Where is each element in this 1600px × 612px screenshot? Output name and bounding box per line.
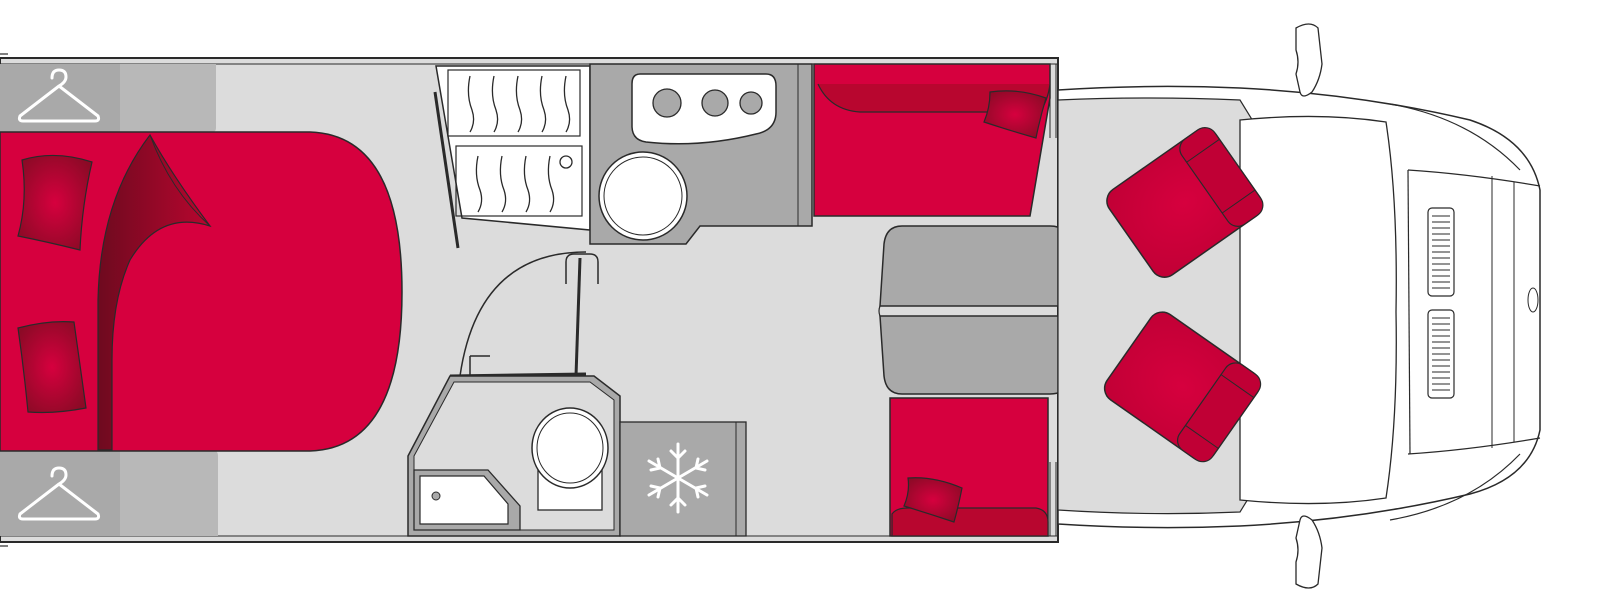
toilet-icon (531, 407, 609, 511)
wardrobe-bottom (0, 450, 218, 536)
mirror-top (1295, 23, 1323, 97)
swivel-seat-icon (1106, 127, 1264, 278)
swivel-seat-icon (1103, 311, 1262, 463)
pillow-bottom (17, 321, 87, 414)
mirror-bottom (1295, 515, 1323, 589)
rear-edge-markers (0, 53, 8, 547)
front-bench (813, 63, 1057, 217)
pillow-top (17, 154, 93, 251)
snowflake-icon (647, 442, 709, 514)
washroom (407, 375, 621, 537)
kitchen (589, 63, 813, 245)
rear-bench (889, 397, 1057, 537)
shower-icon (413, 469, 521, 531)
shelving-unit (433, 65, 591, 249)
cooktop-icon (631, 73, 777, 145)
passenger-seat (1103, 311, 1262, 463)
sink-icon (598, 151, 688, 241)
refrigerator (619, 421, 747, 537)
wardrobe-top (0, 64, 216, 132)
grille-bottom (1427, 309, 1455, 399)
hanger-icon (17, 68, 101, 123)
hanger-icon (17, 466, 101, 521)
cab (1057, 23, 1541, 589)
rear-bed (0, 131, 403, 452)
grille-top (1427, 207, 1455, 297)
driver-seat (1106, 127, 1264, 278)
